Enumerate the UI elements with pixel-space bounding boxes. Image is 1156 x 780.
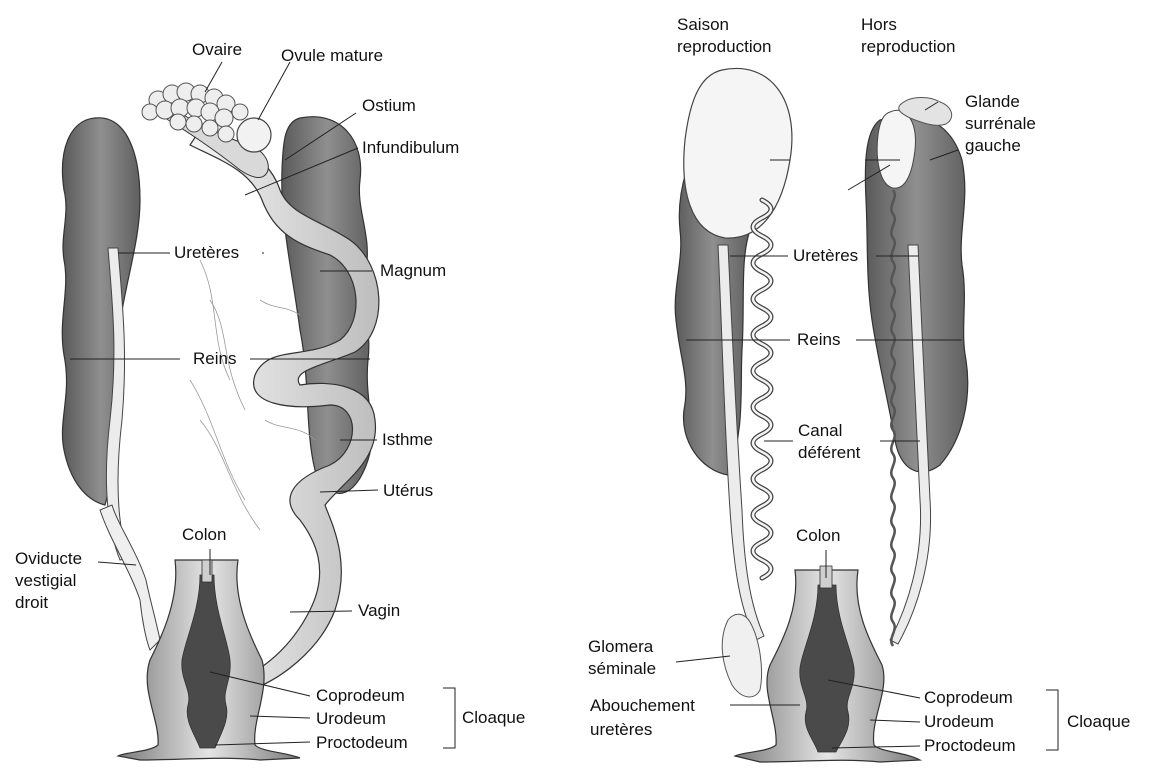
label-isthme: Isthme — [382, 430, 433, 450]
label-ostium: Ostium — [362, 96, 416, 116]
label-ovaire: Ovaire — [192, 40, 242, 60]
label-reins-male: Reins — [797, 330, 840, 350]
label-vagin: Vagin — [358, 601, 400, 621]
label-infundibulum: Infundibulum — [362, 138, 459, 158]
label-coprodeum-male: Coprodeum — [924, 688, 1013, 708]
label-colon-female: Colon — [182, 525, 226, 545]
label-ovule-mature: Ovule mature — [281, 46, 383, 66]
label-magnum: Magnum — [380, 261, 446, 281]
label-proctodeum-female: Proctodeum — [316, 733, 408, 753]
label-abouchement: Abouchement uretères — [590, 694, 695, 742]
label-ureteres-female: Uretères — [174, 243, 239, 263]
label-coprodeum-female: Coprodeum — [316, 686, 405, 706]
label-proctodeum-male: Proctodeum — [924, 736, 1016, 756]
label-saison: Saison reproduction — [677, 14, 772, 58]
label-ureteres-male: Uretères — [793, 246, 858, 266]
testis-breeding — [684, 68, 792, 238]
female-left-kidney — [62, 118, 140, 505]
label-uterus: Utérus — [383, 481, 433, 501]
label-colon-male: Colon — [796, 526, 840, 546]
male-diagram — [675, 68, 968, 762]
mature-ovum — [237, 118, 271, 152]
label-urodeum-female: Urodeum — [316, 709, 386, 729]
label-canal: Canal déférent — [798, 420, 860, 464]
label-oviducte: Oviducte vestigial droit — [15, 548, 82, 614]
label-hors: Hors reproduction — [861, 14, 956, 58]
label-cloaque-male: Cloaque — [1067, 712, 1130, 732]
label-cloaque-female: Cloaque — [462, 708, 525, 728]
label-glande: Glande surrénale gauche — [965, 91, 1036, 157]
label-glomera: Glomera séminale — [588, 636, 656, 680]
vestigial-oviduct — [100, 505, 160, 650]
label-urodeum-male: Urodeum — [924, 712, 994, 732]
label-reins-female: Reins — [193, 349, 236, 369]
female-diagram — [62, 83, 379, 760]
